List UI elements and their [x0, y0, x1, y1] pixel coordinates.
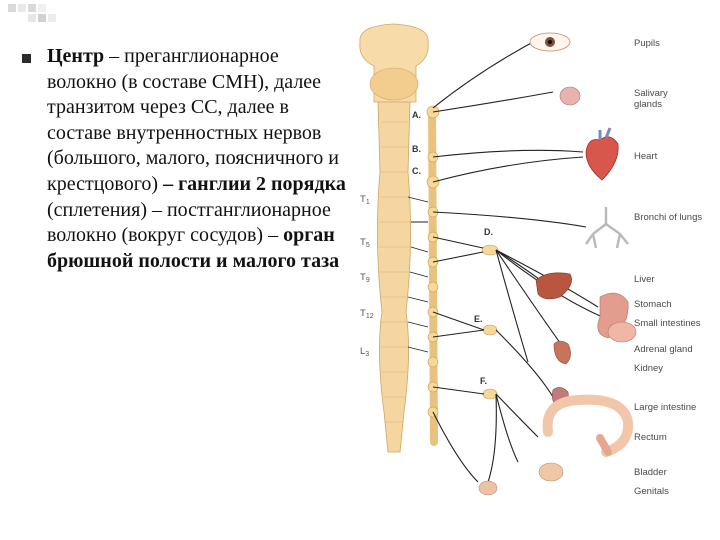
ganglion-label-e: E. — [474, 314, 483, 324]
organ-label-small-intestines: Small intestines — [634, 318, 701, 329]
ganglion-label-b: B. — [412, 144, 421, 154]
level-label-l3: L3 — [360, 346, 369, 358]
ganglion-label-c: C. — [412, 166, 421, 176]
ganglion-labels: A. B. C. D. E. F. — [412, 110, 493, 386]
spinal-cord — [377, 101, 411, 453]
ganglion-label-a: A. — [412, 110, 421, 120]
bullet-marker — [22, 54, 31, 63]
level-label-t5: T5 — [360, 237, 370, 249]
text-preganglionic: – преганглионарное волокно (в составе СМ… — [47, 45, 340, 195]
organ-label-pupils: Pupils — [634, 38, 660, 49]
organ-label-salivary-line2: glands — [634, 99, 662, 110]
genitals-illustration — [478, 480, 498, 496]
level-label-t1: T1 — [360, 194, 370, 206]
brain-illustration — [359, 23, 429, 103]
large-intestine-illustration — [542, 394, 634, 457]
rami-lines — [407, 196, 429, 353]
organ-label-heart: Heart — [634, 151, 658, 162]
organ-label-bronchi: Bronchi of lungs — [634, 212, 702, 223]
rectum-illustration — [596, 434, 612, 456]
spinal-level-labels: T1 T5 T9 T12 L3 — [360, 194, 374, 358]
bladder-illustration — [538, 462, 564, 482]
ganglion-label-d: D. — [484, 227, 493, 237]
bronchi-illustration — [585, 207, 629, 249]
organ-label-kidney: Kidney — [634, 363, 663, 374]
organ-label-genitals: Genitals — [634, 486, 669, 497]
body-paragraph: Центр – преганглионарное волокно (в сост… — [47, 44, 347, 274]
organ-label-bladder: Bladder — [634, 467, 667, 478]
text-center-bold: Центр — [47, 45, 105, 67]
organ-label-large-intestine: Large intestine — [634, 402, 696, 413]
liver-illustration — [535, 272, 572, 300]
organ-label-adrenal: Adrenal gland — [634, 344, 693, 355]
heart-illustration — [585, 127, 619, 181]
level-label-t12: T12 — [360, 308, 374, 320]
organ-label-rectum: Rectum — [634, 432, 667, 443]
organ-label-salivary-text: Salivary — [634, 88, 668, 99]
text-ganglia-bold: – ганглии 2 порядка — [163, 172, 346, 195]
corner-squares-decoration — [8, 4, 56, 22]
text-postganglionic: (сплетения) – постганглионарное волокно … — [47, 198, 331, 247]
text-organ-bold: орган брюшной полости и малого таза — [47, 224, 340, 272]
nerve-fibers — [432, 41, 629, 483]
ganglion-label-f: F. — [480, 376, 487, 386]
small-intestine-illustration — [607, 321, 637, 343]
organ-label-stomach: Stomach — [634, 299, 672, 310]
spinal-segment-lines — [379, 121, 411, 423]
organ-illustrations — [478, 32, 637, 496]
eye-illustration — [529, 32, 571, 52]
sympathetic-nervous-system-diagram: T1 T5 T9 T12 L3 A. B. C. D. E. F. Pupils… — [359, 23, 702, 497]
salivary-gland-illustration — [559, 86, 581, 106]
level-label-t9: T9 — [360, 272, 370, 284]
organ-label-liver: Liver — [634, 274, 655, 285]
